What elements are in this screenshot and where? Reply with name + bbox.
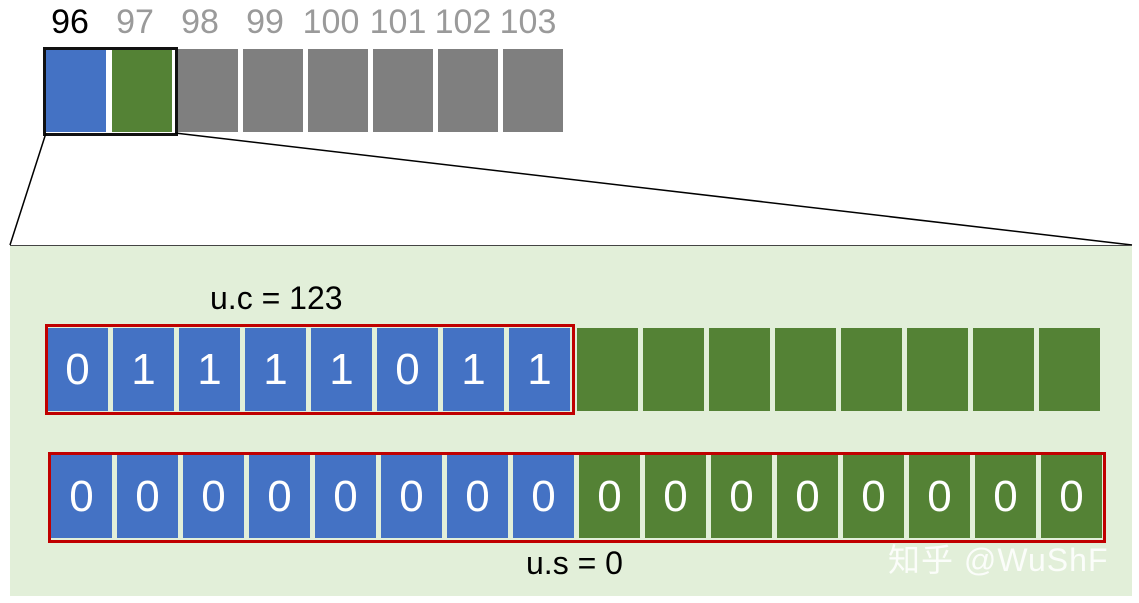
watermark-text: 知乎 @WuShF	[888, 542, 1109, 578]
address-label-98: 98	[181, 3, 219, 41]
union-char-label: u.c = 123	[210, 280, 343, 316]
memory-byte-96	[46, 49, 106, 132]
c-bit-0: 0	[47, 328, 108, 411]
c-bit-7: 1	[509, 328, 570, 411]
s-bit-0: 0	[51, 455, 112, 538]
zoom-line-right	[174, 132, 1133, 246]
union-short-label: u.s = 0	[526, 545, 623, 581]
unused-bit-9	[643, 328, 704, 411]
address-label-99: 99	[246, 3, 284, 41]
address-label-100: 100	[302, 3, 360, 41]
s-bit-8: 0	[579, 455, 640, 538]
memory-byte-103	[503, 49, 563, 132]
memory-byte-99	[243, 49, 303, 132]
s-bit-13: 0	[909, 455, 970, 538]
unused-bit-10	[709, 328, 770, 411]
s-bit-3: 0	[249, 455, 310, 538]
c-bit-2: 1	[179, 328, 240, 411]
unused-bit-13	[907, 328, 968, 411]
memory-byte-102	[438, 49, 498, 132]
unused-bit-15	[1039, 328, 1100, 411]
memory-byte-100	[308, 49, 368, 132]
address-label-101: 101	[369, 3, 427, 41]
c-bit-4: 1	[311, 328, 372, 411]
s-bit-14: 0	[975, 455, 1036, 538]
c-bit-3: 1	[245, 328, 306, 411]
s-bit-1: 0	[117, 455, 178, 538]
memory-byte-101	[373, 49, 433, 132]
s-bit-4: 0	[315, 455, 376, 538]
address-label-97: 97	[116, 3, 154, 41]
address-label-103: 103	[499, 3, 557, 41]
s-bit-12: 0	[843, 455, 904, 538]
zoom-line-left	[9, 132, 47, 246]
s-bit-5: 0	[381, 455, 442, 538]
memory-byte-98	[178, 49, 238, 132]
s-bit-2: 0	[183, 455, 244, 538]
unused-bit-11	[775, 328, 836, 411]
s-bit-15: 0	[1041, 455, 1102, 538]
address-label-96: 96	[51, 3, 89, 41]
s-bit-6: 0	[447, 455, 508, 538]
address-label-102: 102	[434, 3, 492, 41]
c-bit-5: 0	[377, 328, 438, 411]
s-bit-10: 0	[711, 455, 772, 538]
unused-bit-14	[973, 328, 1034, 411]
s-bit-9: 0	[645, 455, 706, 538]
c-bit-6: 1	[443, 328, 504, 411]
unused-bit-12	[841, 328, 902, 411]
unused-bit-8	[577, 328, 638, 411]
c-bit-1: 1	[113, 328, 174, 411]
memory-byte-97	[112, 49, 172, 132]
s-bit-7: 0	[513, 455, 574, 538]
s-bit-11: 0	[777, 455, 838, 538]
